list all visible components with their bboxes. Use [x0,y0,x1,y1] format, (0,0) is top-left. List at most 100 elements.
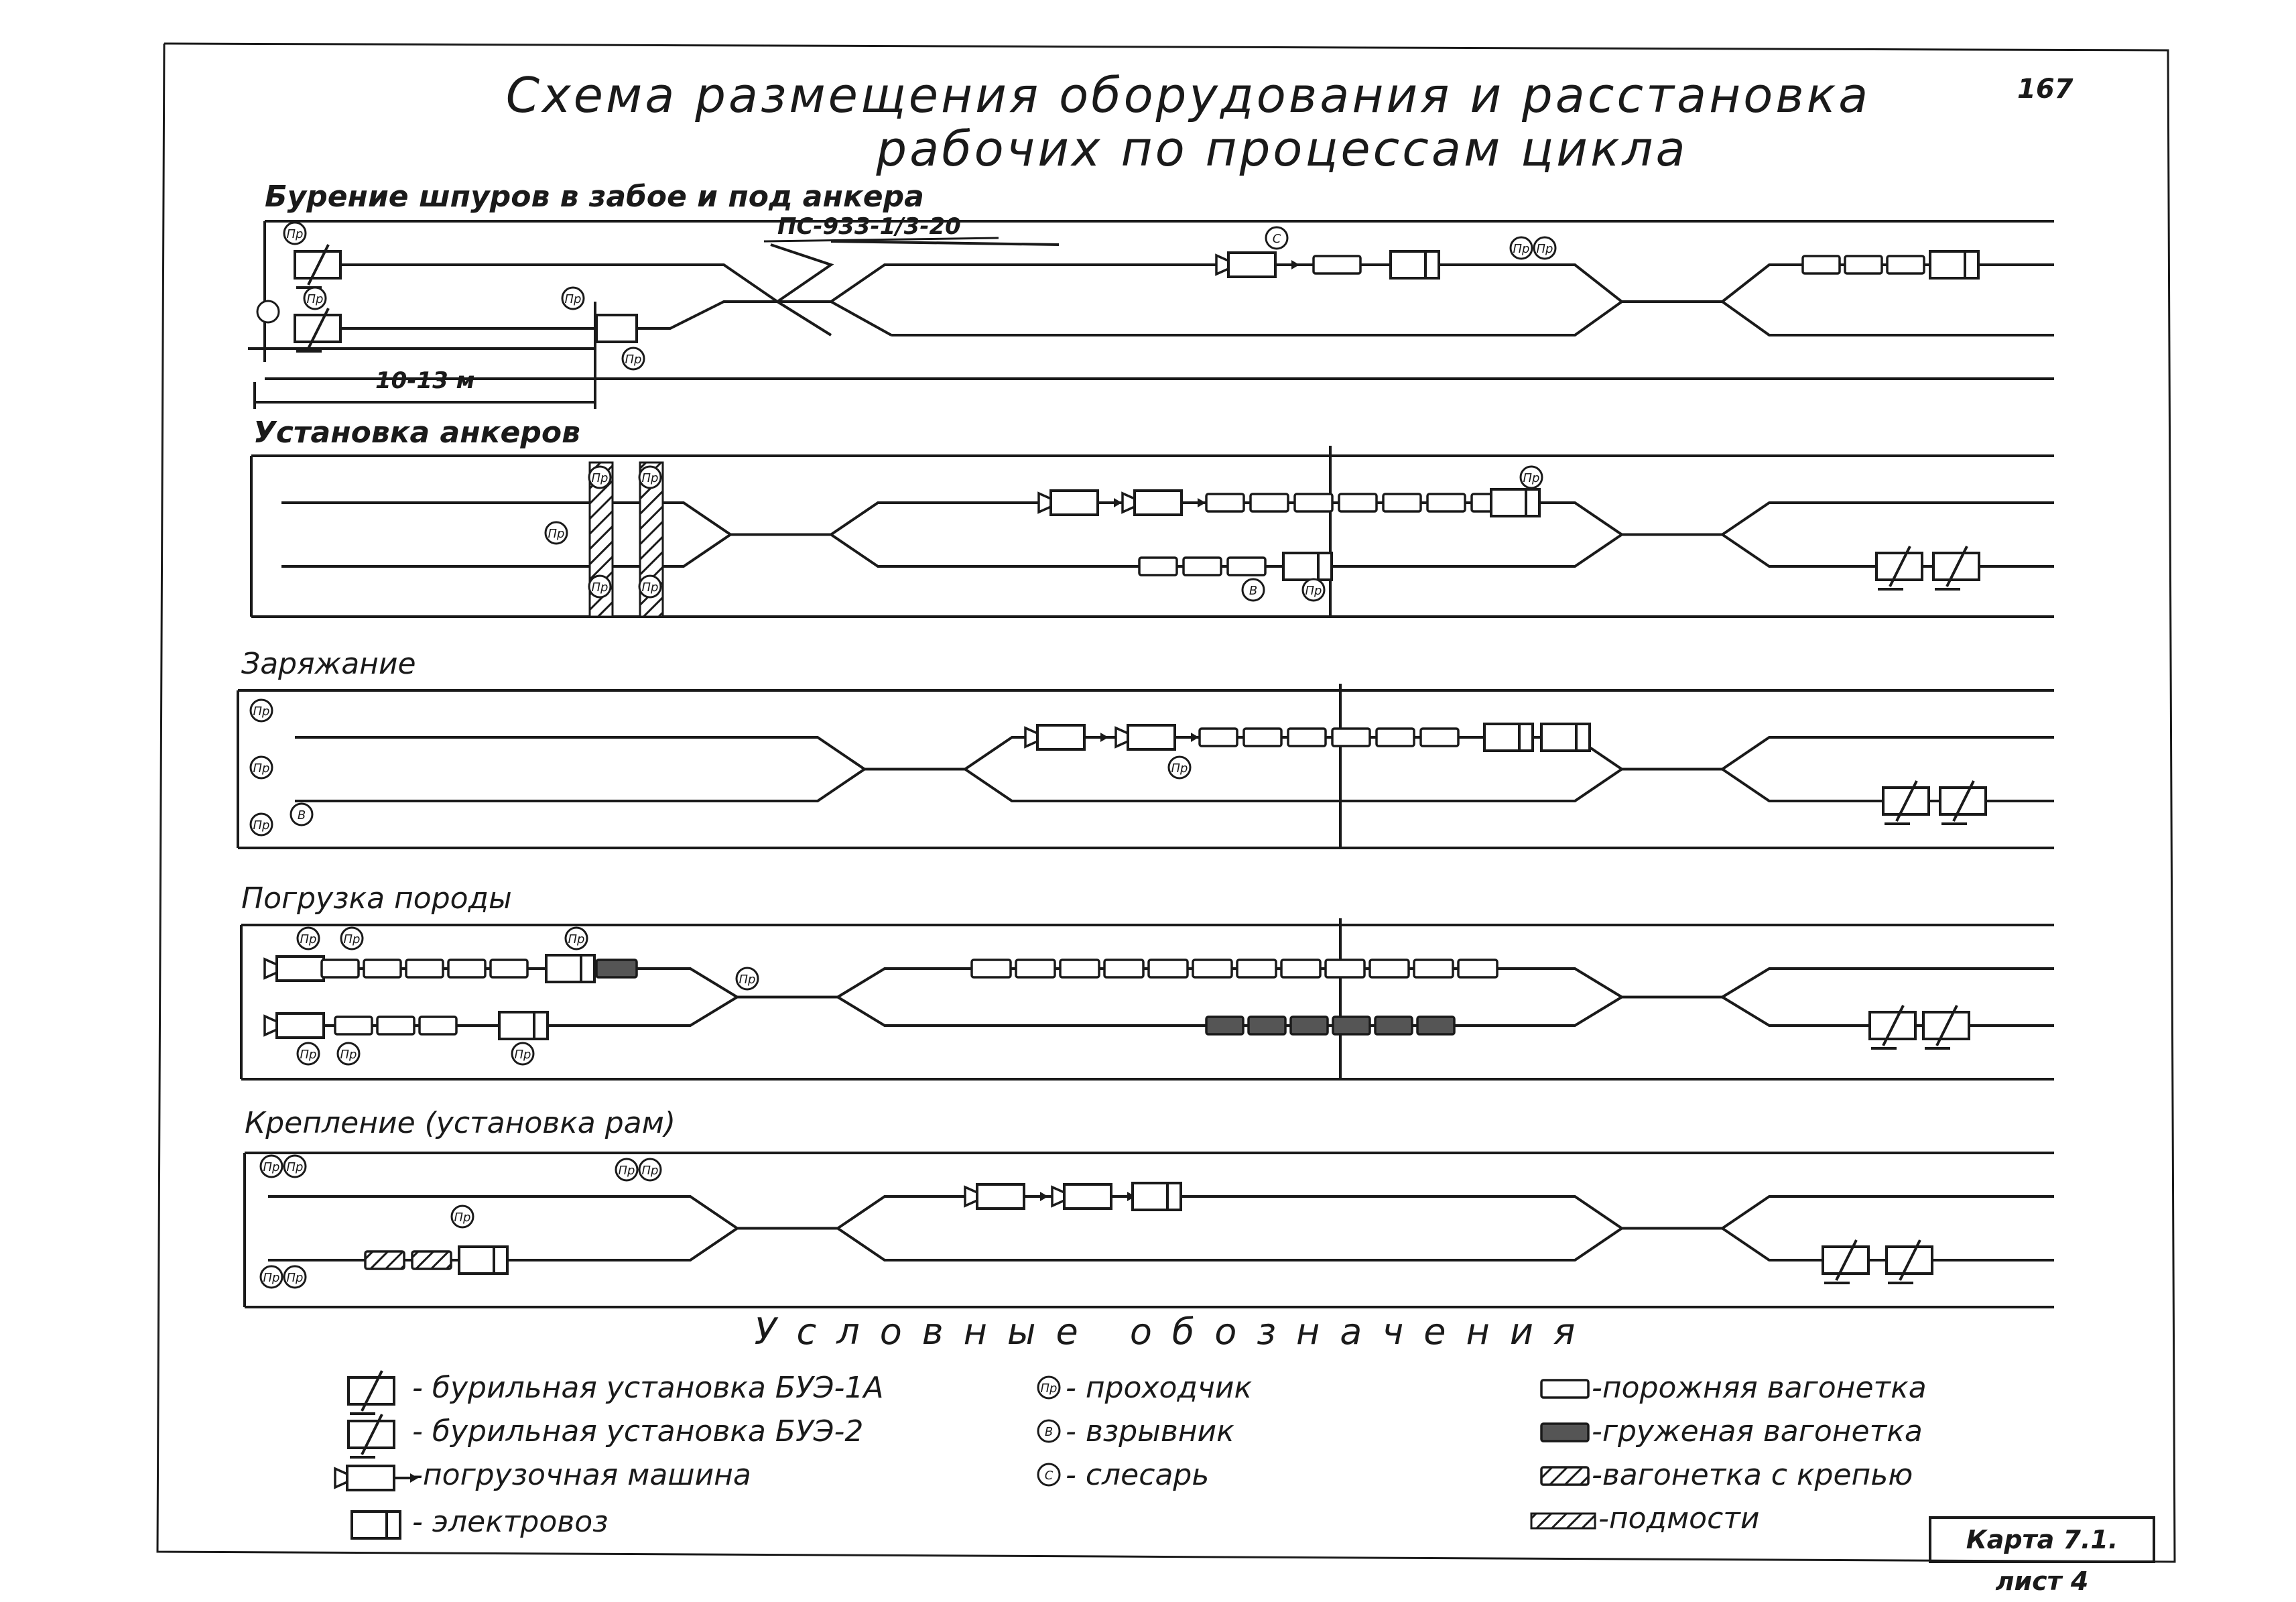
section-title-loading: Погрузка породы [241,881,512,916]
drill-rig-boom [307,244,330,286]
worker-letter: Пр [619,1164,635,1178]
drill-rig-boom [1899,1239,1921,1281]
section-title-support: Крепление (установка рам) [245,1106,676,1140]
worker-letter: Пр [625,353,642,367]
drill-rig-icon [1922,1005,1970,1050]
miner-icon: Пр [638,1158,662,1182]
loading-machine-icon [964,1183,1048,1210]
legend-label-bue1a: - бурильная установка БУЭ-1А [412,1371,884,1405]
loader-bucket [1121,491,1136,514]
support-wagon-icon [411,1250,452,1270]
drill-rig-icon [1822,1239,1870,1284]
worker-circle [259,1265,283,1289]
legend-label-empty-wagon: -порожняя вагонетка [1592,1371,1927,1405]
loader-body [275,1012,325,1039]
miner-icon: Пр [1533,236,1557,260]
worker-circle [303,286,327,310]
electric-locomotive-icon [350,1510,401,1540]
worker-letter: Пр [263,1271,280,1285]
drill-rig-icon [1885,1239,1933,1284]
worker-circle [283,1265,307,1289]
empty-wagon-icon [1293,493,1334,513]
worker-circle [1037,1419,1061,1443]
worker-circle [1533,236,1557,260]
loaded-wagon-icon [1540,1422,1590,1442]
empty-wagon-icon [334,1015,373,1036]
worker-circle [1241,578,1265,602]
worker-circle [450,1205,474,1229]
worker-letter: Пр [253,704,270,719]
loading-machine-icon [1051,1183,1135,1210]
miner-icon: Пр [249,755,273,780]
blaster-icon: В [290,802,314,826]
worker-letter: Пр [263,1160,280,1174]
locomotive-body [498,1011,549,1040]
section-title-charging: Заряжание [241,647,416,681]
worker-letter: Пр [307,292,324,306]
loader-arrow [1100,733,1108,742]
miner-icon: Пр [1519,465,1543,489]
miner-icon: Пр [303,286,327,310]
drill-rig-boom [361,1414,383,1455]
electric-locomotive-icon [545,954,596,983]
miner-icon: Пр [511,1042,535,1066]
loader-bucket [334,1467,348,1489]
miner-icon: Пр [283,1265,307,1289]
legend-label-loading-machine: -погрузочная машина [412,1458,751,1492]
empty-wagon-icon [1242,727,1283,747]
worker-letter: С [1273,232,1281,246]
loaded-wagon-icon [1205,1015,1245,1036]
worker-letter: Пр [1513,242,1530,256]
miner-icon: Пр [544,521,568,545]
section-title-drilling: Бурение шпуров в забое и под анкера [265,180,924,214]
loaded-wagon-icon [1289,1015,1329,1036]
worker-circle [511,1042,535,1066]
drill-rig-boom [1895,780,1918,822]
worker-circle [1509,236,1533,260]
worker-letter: Пр [515,1048,531,1062]
worker-circle [544,521,568,545]
worker-letter: Пр [287,1271,304,1285]
loader-body [1036,724,1086,751]
empty-wagon-icon [1059,959,1100,979]
empty-wagon-icon [1205,493,1245,513]
miner-icon: Пр [1167,755,1192,780]
drill-rig-boom [1835,1239,1858,1281]
miner-icon: Пр [561,286,585,310]
worker-letter: Пр [1305,584,1322,598]
drill-rig-icon [1939,780,1987,825]
miner-icon: Пр [1037,1375,1061,1400]
loaded-wagon-icon [595,959,638,979]
miner-icon: Пр [259,1154,283,1178]
loader-bucket [1114,726,1129,749]
worker-circle [283,1154,307,1178]
worker-letter: Пр [642,580,659,595]
empty-wagon-icon [405,959,444,979]
drilling-label-underline [763,237,999,243]
electric-locomotive-icon [498,1011,549,1040]
worker-circle [296,926,320,950]
card-label: Карта 7.1. лист 4 [1929,1516,2155,1596]
miner-icon: Пр [283,1154,307,1178]
loader-body [976,1183,1025,1210]
miner-icon: Пр [450,1205,474,1229]
empty-wagon-icon [1457,959,1498,979]
worker-circle [1519,465,1543,489]
worker-letter: В [298,808,306,822]
passing-loop [830,263,1624,336]
worker-circle [259,1154,283,1178]
miner-icon: Пр [259,1265,283,1289]
right-track-upper [1721,501,2054,536]
diagram-title-line1: Схема размещения оборудования и расстано… [505,67,1871,123]
empty-wagon-icon [489,959,529,979]
legend-label-support-wagon: -вагонетка с крепью [1592,1458,1913,1492]
loader-arrow [1191,733,1199,742]
drill-rig-icon [1875,546,1923,591]
miner-icon: Пр [296,926,320,950]
empty-wagon-icon [1801,255,1841,275]
